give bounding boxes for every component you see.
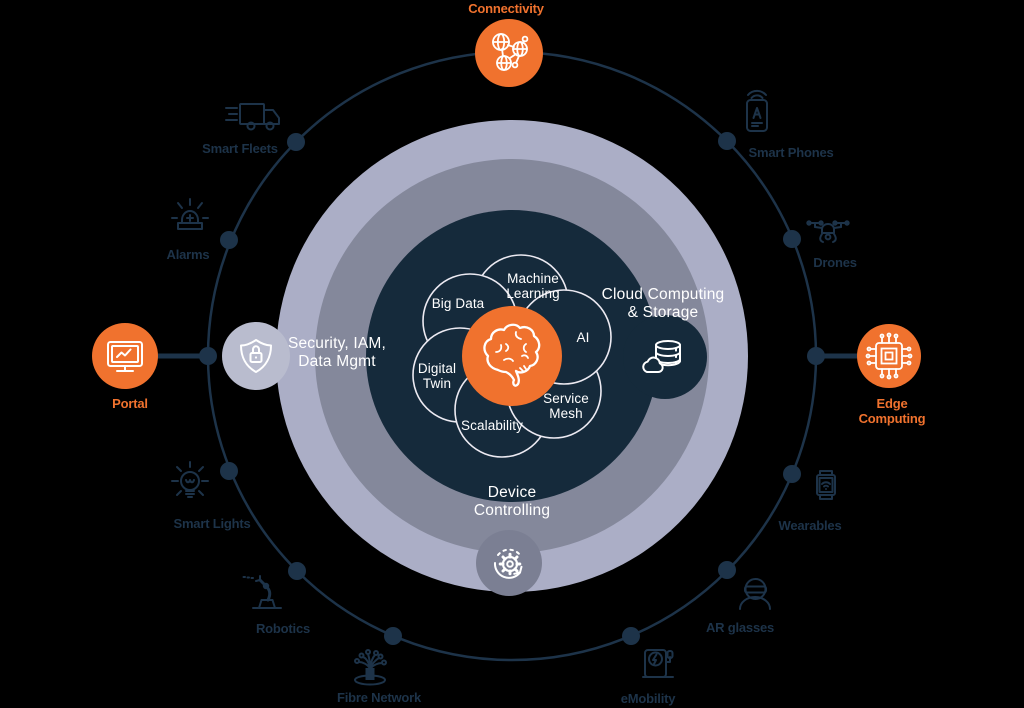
ev-charger-icon [642,649,674,678]
ar-headset-icon [739,578,771,610]
monitor-chart-icon [107,341,143,372]
brain-icon [483,323,541,387]
connectivity-circle [475,19,543,87]
fibre-bundle-icon [354,649,387,686]
smartwatch-icon [816,470,836,500]
database-cloud-icon [642,340,681,373]
shield-lock-icon [240,339,272,373]
ring-dots [199,132,825,645]
chip-icon [865,332,913,380]
drone-icon [806,220,850,243]
smartphone-icon [746,89,768,132]
robot-arm-icon [242,575,282,609]
lightbulb-icon [171,461,209,498]
core-circle [462,306,562,406]
network-globes-icon [492,33,529,71]
truck-icon [225,103,280,131]
cloud-storage-circle [623,315,707,399]
edge-computing-circle [857,324,921,388]
device-controlling-circle [476,530,542,596]
gear-sync-icon [493,548,523,579]
security-circle [222,322,290,390]
siren-icon [171,198,209,230]
